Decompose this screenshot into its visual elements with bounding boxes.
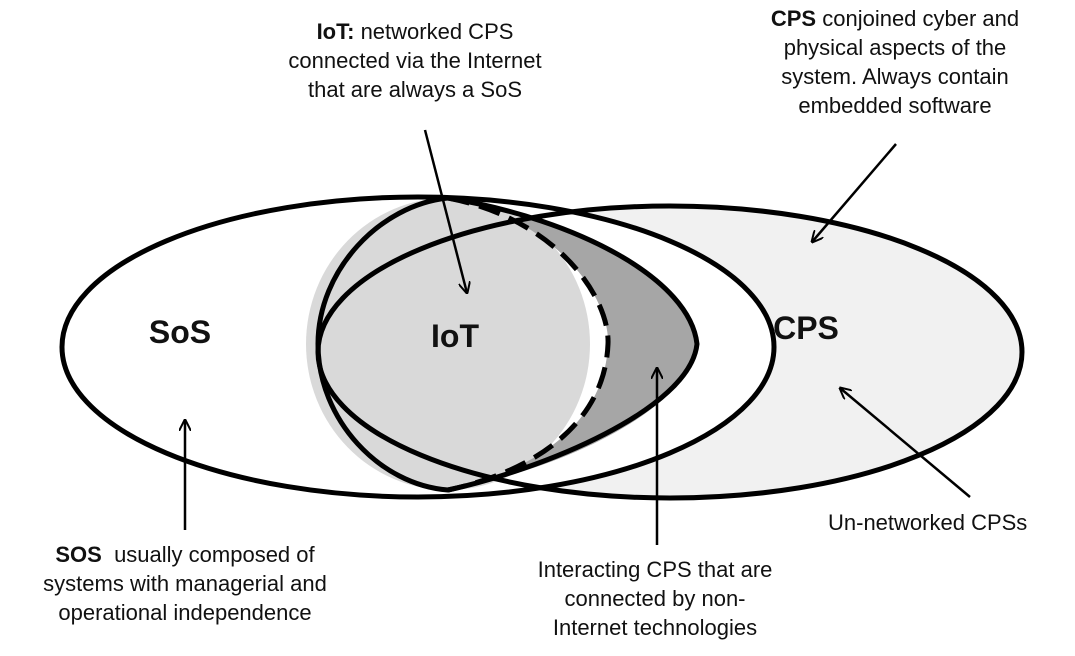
sos-annotation: SOS usually composed of systems with man… [0,540,370,627]
iot-annotation-line2: connected via the Internet [288,48,542,73]
cps-annotation-line4: embedded software [798,93,992,118]
sos-annotation-line2: systems with managerial and [43,571,327,596]
sos-annotation-line3: operational independence [58,600,312,625]
iot-ellipse-outline [315,195,700,493]
iot-annotation-bold: IoT: [316,19,355,44]
cps-annotation-line1: conjoined cyber and [816,6,1020,31]
sos-ellipse-outline [59,194,777,500]
cps-region-label: CPS [773,310,839,346]
sos-annotation-bold: SOS [55,542,102,567]
cps-arrow [812,143,897,242]
cps-annotation: CPS conjoined cyber and physical aspects… [735,4,1055,120]
iot-annotation-line1: networked CPS [354,19,514,44]
sos-annotation-line1: usually composed of [101,542,315,567]
iot-region-label: IoT [431,318,479,354]
cps-annotation-line2: physical aspects of the [783,35,1007,60]
cps-annotation-bold: CPS [770,6,817,31]
interacting-annotation-line1: Interacting CPS that are [537,557,773,582]
sos-region-label: SoS [149,314,211,350]
unnetworked-annotation: Un-networked CPSs [828,508,1073,537]
dashed-boundary [447,195,611,493]
interacting-annotation: Interacting CPS that are connected by no… [495,555,815,642]
interacting-annotation-line2: connected by non- [564,586,746,611]
unnetworked-annotation-line1: Un-networked CPSs [828,510,1028,535]
iot-arrow [423,129,467,293]
interacting-annotation-line3: Internet technologies [552,615,758,640]
iot-annotation: IoT: networked CPS connected via the Int… [255,17,575,104]
cps-annotation-line3: system. Always contain [781,64,1009,89]
iot-annotation-line3: that are always a SoS [307,77,522,102]
unnetworked-arrow [840,388,971,498]
